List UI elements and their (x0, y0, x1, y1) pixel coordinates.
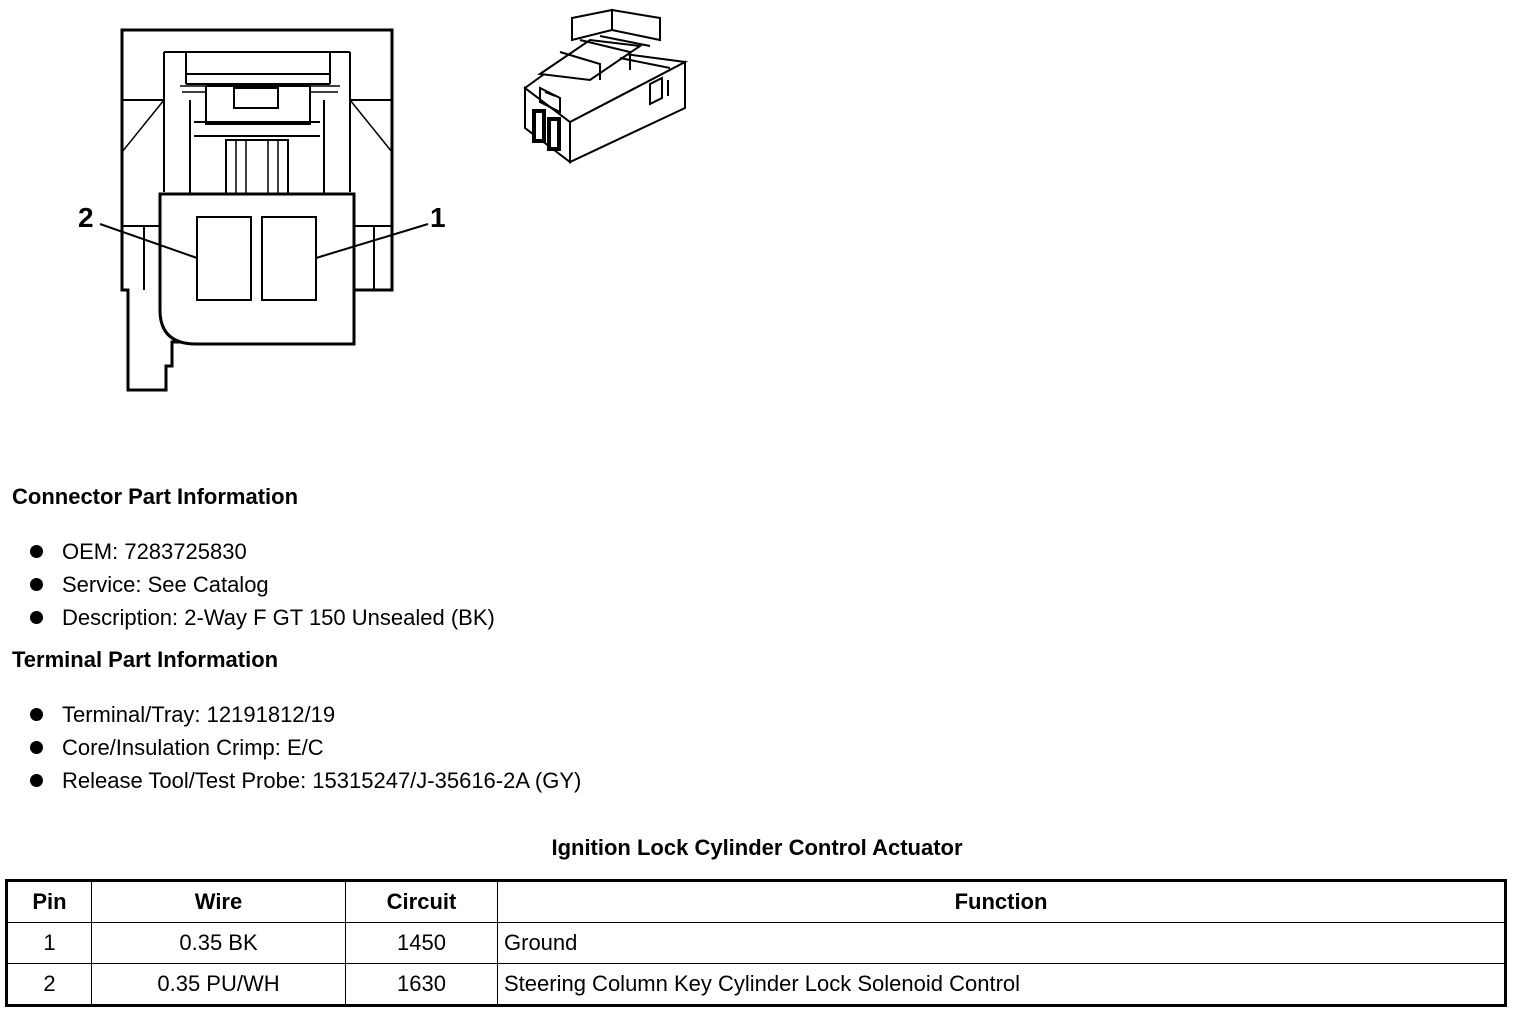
table-row: 1 0.35 BK 1450 Ground (6, 922, 1506, 964)
list-item: OEM: 7283725830 (30, 535, 495, 568)
column-header-function: Function (497, 880, 1506, 923)
table-row: 2 0.35 PU/WH 1630 Steering Column Key Cy… (6, 963, 1506, 1006)
bullet-icon (30, 708, 43, 721)
pin-2-callout: 2 (78, 202, 94, 233)
table-header-row: Pin Wire Circuit Function (6, 880, 1506, 923)
list-item-text: Description: 2-Way F GT 150 Unsealed (BK… (62, 605, 495, 630)
bullet-icon (30, 578, 43, 591)
column-header-pin: Pin (6, 880, 92, 923)
cell-circuit: 1630 (345, 963, 498, 1006)
cell-circuit: 1450 (345, 922, 498, 964)
list-item-text: Terminal/Tray: 12191812/19 (62, 702, 336, 727)
bullet-icon (30, 741, 43, 754)
pin-table: Pin Wire Circuit Function 1 0.35 BK 1450… (5, 879, 1507, 1007)
bullet-icon (30, 774, 43, 787)
list-item-text: Service: See Catalog (62, 572, 269, 597)
cell-pin: 1 (6, 922, 92, 964)
pin-table-title: Ignition Lock Cylinder Control Actuator (551, 835, 963, 860)
cell-wire: 0.35 BK (91, 922, 346, 964)
list-item: Service: See Catalog (30, 568, 495, 601)
list-item: Release Tool/Test Probe: 15315247/J-3561… (30, 764, 581, 797)
connector-isometric-drawing (523, 8, 689, 165)
cell-wire: 0.35 PU/WH (91, 963, 346, 1006)
list-item: Description: 2-Way F GT 150 Unsealed (BK… (30, 601, 495, 634)
pin-1-callout: 1 (430, 202, 446, 233)
connector-info-heading: Connector Part Information (12, 484, 299, 509)
bullet-icon (30, 611, 43, 624)
list-item-text: OEM: 7283725830 (62, 539, 247, 564)
terminal-info-heading: Terminal Part Information (12, 647, 279, 672)
cell-function: Steering Column Key Cylinder Lock Soleno… (497, 963, 1506, 1006)
column-header-wire: Wire (91, 880, 346, 923)
connector-info-list: OEM: 7283725830 Service: See Catalog Des… (30, 535, 495, 634)
bullet-icon (30, 545, 43, 558)
list-item-text: Core/Insulation Crimp: E/C (62, 735, 324, 760)
terminal-info-list: Terminal/Tray: 12191812/19 Core/Insulati… (30, 698, 581, 797)
cell-pin: 2 (6, 963, 92, 1006)
list-item: Core/Insulation Crimp: E/C (30, 731, 581, 764)
column-header-circuit: Circuit (345, 880, 498, 923)
connector-face-view-drawing (99, 28, 429, 392)
list-item: Terminal/Tray: 12191812/19 (30, 698, 581, 731)
cell-function: Ground (497, 922, 1506, 964)
list-item-text: Release Tool/Test Probe: 15315247/J-3561… (62, 768, 582, 793)
